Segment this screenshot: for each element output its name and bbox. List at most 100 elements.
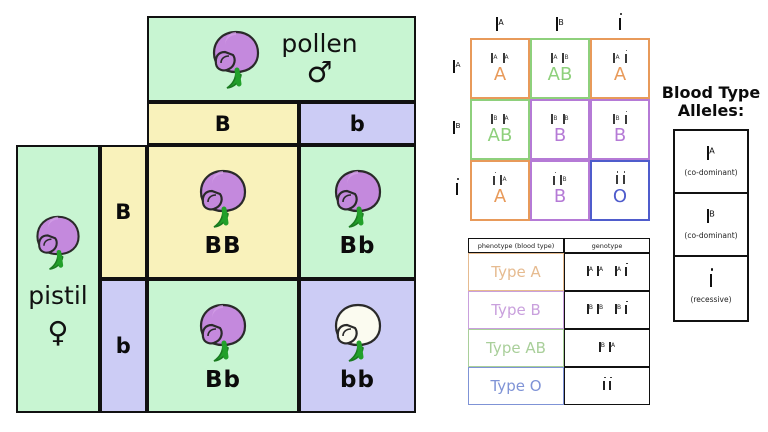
blood-cell-genotype: A bbox=[493, 171, 507, 188]
blood-row-header-0: A bbox=[444, 38, 470, 99]
allele-i-glyph bbox=[603, 376, 606, 393]
flower-icon-white bbox=[327, 299, 389, 365]
blood-cell-phenotype: A bbox=[613, 64, 627, 86]
pistil-allele-b: b bbox=[100, 279, 147, 413]
blood-row-header-2 bbox=[444, 160, 470, 221]
blood-col-header-0: A bbox=[470, 14, 530, 38]
punnett-cell-bb: bb bbox=[299, 279, 416, 413]
legend-allele-note: (recessive) bbox=[690, 294, 732, 304]
allele-i-glyph bbox=[553, 171, 557, 188]
allele-I-glyph: A bbox=[502, 113, 509, 127]
genotype-pair bbox=[603, 376, 612, 393]
allele-I-glyph: A bbox=[502, 52, 509, 66]
flower-icon-pollen bbox=[205, 26, 267, 92]
phenotype-cell: Type A bbox=[468, 253, 564, 291]
allele-I-glyph: B bbox=[562, 52, 569, 66]
allele-i-glyph bbox=[615, 171, 619, 187]
phenotype-cell: Type O bbox=[468, 367, 564, 405]
pistil-label: pistil bbox=[28, 281, 88, 310]
genotype-label: Bb bbox=[205, 367, 241, 393]
flower-icon-purple bbox=[192, 165, 254, 231]
allele-I-glyph: A bbox=[615, 265, 621, 279]
pollen-header: pollen ♂ bbox=[147, 16, 416, 102]
allele-I-glyph: B bbox=[598, 341, 605, 355]
allele-I-glyph: B bbox=[556, 17, 564, 35]
allele-i-glyph bbox=[619, 12, 623, 34]
legend-allele-symbol bbox=[710, 268, 714, 291]
blood-cell-genotype: A bbox=[613, 49, 628, 66]
female-symbol-icon: ♀ bbox=[47, 315, 69, 349]
blood-cell-genotype bbox=[615, 171, 626, 187]
allele-I-glyph: B bbox=[586, 303, 593, 317]
allele-I-glyph: B bbox=[613, 113, 620, 127]
legend-title: Blood Type Alleles: bbox=[656, 83, 766, 121]
pollen-allele-b: b bbox=[299, 102, 416, 145]
flower-icon-purple bbox=[192, 299, 254, 365]
allele-i-glyph bbox=[625, 262, 628, 279]
blood-cell-phenotype: B bbox=[553, 125, 567, 147]
allele-legend: Blood Type Alleles: A(co-dominant)B(co-d… bbox=[656, 83, 766, 322]
allele-I-glyph: A bbox=[586, 265, 593, 279]
allele-I-glyph: B bbox=[562, 113, 569, 127]
allele-I-glyph: A bbox=[707, 145, 715, 164]
allele-i-glyph bbox=[710, 268, 714, 291]
genotype-cell bbox=[564, 367, 650, 405]
allele-I-glyph: B bbox=[615, 303, 621, 317]
allele-i-glyph bbox=[493, 171, 497, 188]
allele-I-glyph: A bbox=[453, 60, 461, 77]
blood-cell-phenotype: B bbox=[613, 125, 627, 147]
allele-i-glyph bbox=[625, 300, 628, 317]
allele-label: B bbox=[115, 200, 132, 224]
phenotype-cell: Type AB bbox=[468, 329, 564, 367]
legend-allele-symbol: B bbox=[707, 208, 715, 227]
genotype-label: bb bbox=[340, 367, 375, 393]
allele-label: B bbox=[214, 111, 232, 136]
blood-cell-phenotype: AB bbox=[487, 125, 513, 147]
legend-allele-note: (co-dominant) bbox=[684, 168, 738, 178]
pistil-allele-B: B bbox=[100, 145, 147, 279]
allele-I-glyph: A bbox=[500, 174, 507, 188]
allele-I-glyph: A bbox=[496, 17, 504, 35]
punnett-cell-BB: BB bbox=[147, 145, 299, 279]
punnett-cell-Bb-top: Bb bbox=[299, 145, 416, 279]
male-symbol-icon: ♂ bbox=[306, 55, 333, 89]
genotype-pair: A bbox=[615, 262, 628, 279]
blood-col-header-1: B bbox=[530, 14, 590, 38]
genotype-pair: B bbox=[615, 300, 628, 317]
blood-cell-genotype: B bbox=[613, 110, 628, 127]
table-header-cell: phenotype (blood type) bbox=[468, 238, 564, 253]
pistil-header: pistil ♀ bbox=[16, 145, 100, 413]
legend-box: A(co-dominant)B(co-dominant)(recessive) bbox=[673, 128, 749, 322]
allele-i-glyph bbox=[624, 49, 628, 66]
table-row: Type O bbox=[468, 367, 650, 405]
pollen-label: pollen bbox=[281, 29, 358, 58]
legend-item: (recessive) bbox=[675, 257, 747, 320]
flower-icon-purple bbox=[327, 165, 389, 231]
blood-row-header-1: B bbox=[444, 99, 470, 160]
phenotype-cell: Type B bbox=[468, 291, 564, 329]
allele-I-glyph: A bbox=[551, 52, 557, 66]
blood-cell-phenotype: O bbox=[612, 185, 628, 207]
blood-cell-phenotype: B bbox=[553, 186, 567, 208]
legend-title-line2: Alleles: bbox=[677, 101, 745, 121]
flower-icon-pistil bbox=[29, 211, 87, 273]
legend-allele-symbol: A bbox=[707, 145, 715, 164]
allele-i-glyph bbox=[456, 178, 460, 199]
allele-I-glyph: B bbox=[491, 113, 498, 127]
blood-cell-phenotype: AB bbox=[547, 64, 573, 86]
allele-I-glyph: B bbox=[453, 121, 461, 138]
